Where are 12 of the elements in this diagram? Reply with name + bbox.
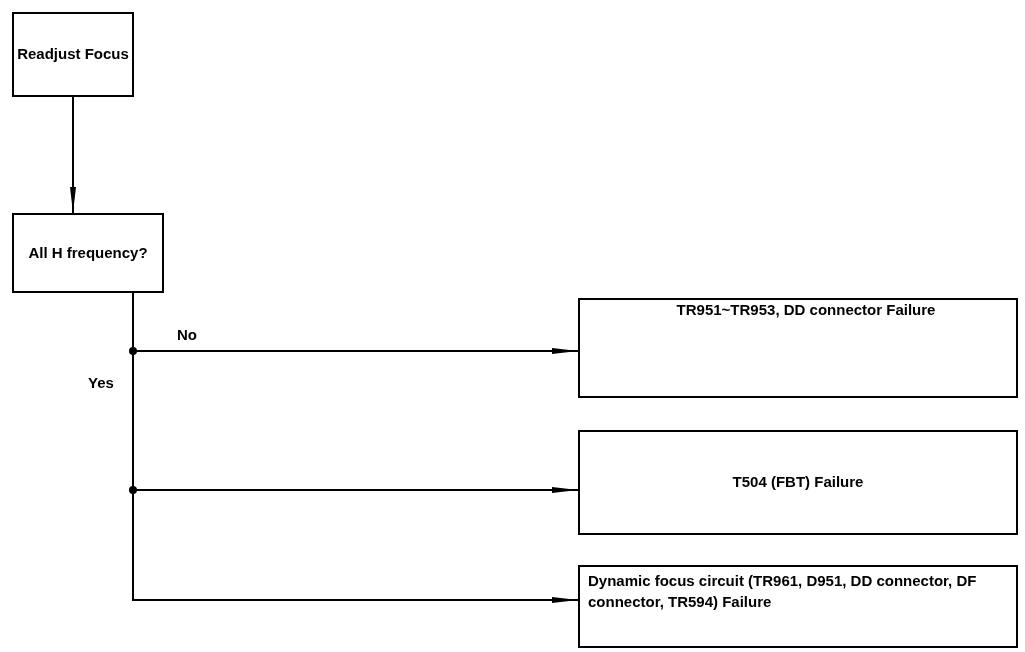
process-box [578, 565, 1018, 648]
branch-label: Yes [88, 374, 114, 393]
box-text: TR951~TR953, DD connector Failure [676, 300, 936, 320]
arrow [70, 96, 76, 214]
box-text: Readjust Focus [17, 44, 129, 65]
process-box [12, 12, 134, 97]
box-text: All H frequency? [28, 242, 148, 263]
box-text: T504 (FBT) Failure [732, 472, 864, 493]
process-box [578, 298, 1018, 398]
process-box [12, 213, 164, 293]
process-box [578, 430, 1018, 535]
box-text: Dynamic focus circuit (TR961, D951, DD connector, DF connector, TR594) Failure [588, 571, 978, 612]
